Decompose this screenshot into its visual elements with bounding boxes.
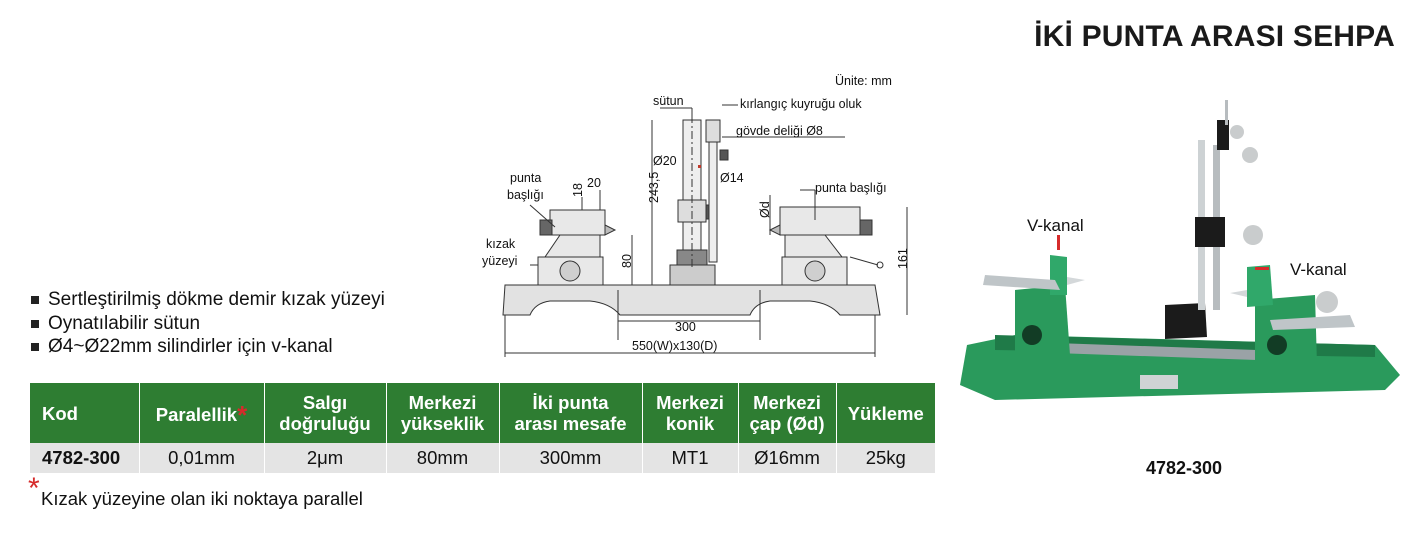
label-kizak-2: yüzeyi — [482, 254, 517, 268]
footnote-asterisk: * — [28, 472, 40, 505]
dim-161: 161 — [896, 248, 910, 269]
label-kirlangic: kırlangıç kuyruğu oluk — [740, 97, 862, 111]
dim-phi14: Ø14 — [720, 171, 744, 185]
dim-base: 550(W)x130(D) — [632, 339, 717, 353]
unit-label: Ünite: mm — [835, 74, 892, 88]
cell-kod: 4782-300 — [30, 443, 140, 473]
footnote-text: Kızak yüzeyine olan iki noktaya parallel — [41, 488, 363, 509]
feature-item: Sertleştirilmiş dökme demir kızak yüzeyi — [30, 288, 385, 312]
label-kizak-1: kızak — [486, 237, 516, 251]
cell-paralellik: 0,01mm — [139, 443, 265, 473]
dim-243: 243,5 — [647, 172, 661, 203]
header-paralellik: Paralellik* — [139, 383, 265, 443]
dim-20: 20 — [587, 176, 601, 190]
dim-phi20: Ø20 — [653, 154, 677, 168]
cell-yukleme: 25kg — [836, 443, 935, 473]
dim-18: 18 — [571, 183, 585, 197]
header-yukleme: Yükleme — [836, 383, 935, 443]
feature-item: Oynatılabilir sütun — [30, 312, 385, 336]
feature-list: Sertleştirilmiş dökme demir kızak yüzeyi… — [30, 288, 385, 359]
cell-punta-mesafe: 300mm — [499, 443, 643, 473]
label-govde: gövde deliği Ø8 — [736, 124, 823, 138]
cell-merkezi-yukseklik: 80mm — [386, 443, 500, 473]
footnote: * Kızak yüzeyine olan iki noktaya parall… — [28, 472, 363, 509]
page-title: İKİ PUNTA ARASI SEHPA — [1034, 20, 1395, 53]
cell-cap: Ø16mm — [738, 443, 837, 473]
asterisk-mark: * — [237, 399, 248, 430]
dim-phid: Ød — [758, 201, 772, 218]
technical-drawing: Ünite: mm sütun kırlangıç kuyruğu oluk g… — [482, 74, 910, 357]
table-row: 4782-300 0,01mm 2μm 80mm 300mm MT1 Ø16mm… — [30, 443, 935, 473]
feature-item: Ø4~Ø22mm silindirler için v-kanal — [30, 335, 385, 359]
header-kod: Kod — [30, 383, 140, 443]
label-punta-left-1: punta — [510, 171, 541, 185]
dim-300: 300 — [675, 320, 696, 334]
label-punta-right: punta başlığı — [815, 181, 887, 195]
v-kanal-right-label: V-kanal — [1290, 260, 1347, 279]
photo-caption: 4782-300 — [1146, 458, 1223, 478]
cell-konik: MT1 — [642, 443, 739, 473]
dim-80: 80 — [620, 254, 634, 268]
product-photo: V-kanal V-kanal — [960, 100, 1400, 400]
v-kanal-left-label: V-kanal — [1027, 216, 1084, 235]
label-punta-left-2: başlığı — [507, 188, 544, 202]
cell-salgi: 2μm — [264, 443, 387, 473]
label-sutun: sütun — [653, 94, 684, 108]
